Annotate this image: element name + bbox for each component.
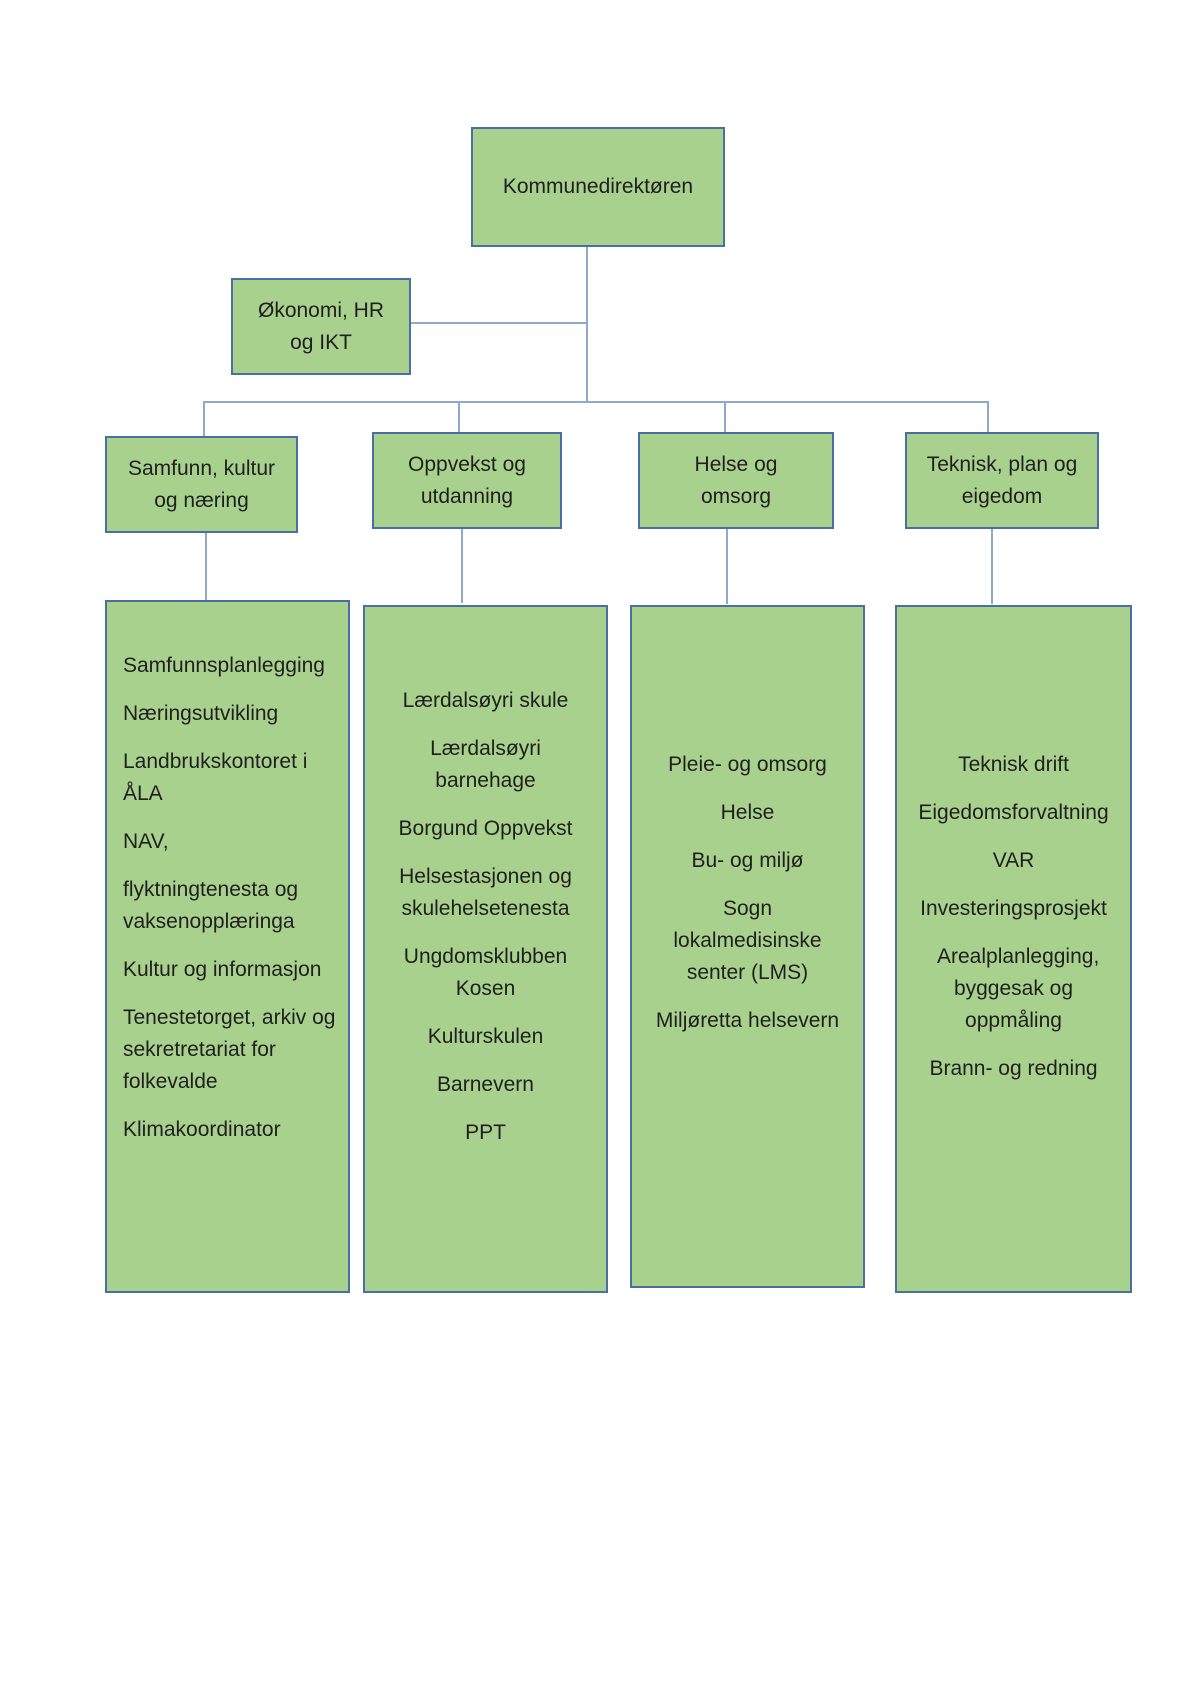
division-oppvekst-line1: Oppvekst og xyxy=(408,452,526,476)
division-helse-line1: Helse og xyxy=(694,452,778,476)
division-box-oppvekst: Oppvekst og utdanning xyxy=(372,432,562,529)
list-item: flyktningtenesta og vaksenopplæringa xyxy=(123,878,299,933)
list-item: Pleie- og omsorg xyxy=(668,753,827,776)
kommunedirektoren-label: Kommunedirektøren xyxy=(502,175,694,198)
connector-div1-up xyxy=(203,401,205,437)
units-column-samfunn: Samfunnsplanlegging Næringsutvikling Lan… xyxy=(105,600,350,1293)
list-item: Samfunnsplanlegging xyxy=(123,654,325,677)
division-teknisk-line2: eigedom xyxy=(961,484,1043,508)
list-item: Brann- og redning xyxy=(929,1057,1098,1080)
list-item: Kultur og informasjon xyxy=(123,958,322,981)
list-item: Lærdalsøyri skule xyxy=(402,689,569,712)
list-item: Teknisk drift xyxy=(958,753,1069,776)
units-column-helse: Pleie- og omsorg Helse Bu- og miljø Sogn… xyxy=(630,605,865,1288)
division-oppvekst-line2: utdanning xyxy=(420,484,514,508)
division-teknisk-line1: Teknisk, plan og xyxy=(926,452,1078,476)
list-item: Arealplanlegging, byggesak og oppmåling xyxy=(937,945,1100,1032)
connector-div2-down xyxy=(461,528,463,603)
list-item: Investeringsprosjekt xyxy=(920,897,1107,920)
division-samfunn-line2: og næring xyxy=(154,488,249,512)
list-item: Sogn lokalmedisinske senter (LMS) xyxy=(673,897,822,984)
connector-div4-down xyxy=(991,528,993,604)
list-item: Lærdalsøyri barnehage xyxy=(430,737,541,792)
connector-div2-up xyxy=(458,403,460,433)
connector-div1-down xyxy=(205,532,207,600)
staff-label-line2: og IKT xyxy=(290,330,352,354)
division-helse-line2: omsorg xyxy=(700,484,772,508)
list-item: Eigedomsforvaltning xyxy=(918,801,1109,824)
staff-box: Økonomi, HR og IKT xyxy=(231,278,411,375)
list-item: Kulturskulen xyxy=(427,1025,544,1048)
list-item: Barnevern xyxy=(437,1073,534,1096)
connector-staff xyxy=(411,322,588,324)
list-item: Landbrukskontoret i ÅLA xyxy=(123,750,308,805)
list-item: NAV, xyxy=(123,830,169,853)
connector-div3-down xyxy=(726,528,728,604)
units-column-teknisk: Teknisk drift Eigedomsforvaltning VAR In… xyxy=(895,605,1132,1293)
list-item: Klimakoordinator xyxy=(123,1118,281,1141)
staff-label-line1: Økonomi, HR xyxy=(257,298,385,322)
list-item: Næringsutvikling xyxy=(123,702,279,725)
connector-div3-up xyxy=(724,401,726,433)
list-item: Bu- og miljø xyxy=(691,849,804,872)
list-item: VAR xyxy=(992,849,1035,872)
division-box-samfunn: Samfunn, kultur og næring xyxy=(105,436,298,533)
list-item: Miljøretta helsevern xyxy=(655,1009,840,1032)
list-item: Helse xyxy=(720,801,775,824)
kommunedirektoren-box: Kommunedirektøren xyxy=(471,127,725,247)
list-item: Ungdomsklubben Kosen xyxy=(403,945,568,1000)
division-box-teknisk: Teknisk, plan og eigedom xyxy=(905,432,1099,529)
division-box-helse: Helse og omsorg xyxy=(638,432,834,529)
list-item: Borgund Oppvekst xyxy=(398,817,573,840)
connector-horizontal-bus xyxy=(203,401,989,403)
division-samfunn-line1: Samfunn, kultur xyxy=(127,456,276,480)
connector-div4-up xyxy=(987,401,989,433)
list-item: PPT xyxy=(465,1121,506,1144)
list-item: Tenestetorget, arkiv og sekretretariat f… xyxy=(123,1006,336,1093)
connector-top-vertical xyxy=(586,247,588,403)
units-column-oppvekst: Lærdalsøyri skule Lærdalsøyri barnehage … xyxy=(363,605,608,1293)
list-item: Helsestasjonen og skulehelsetenesta xyxy=(399,865,572,920)
